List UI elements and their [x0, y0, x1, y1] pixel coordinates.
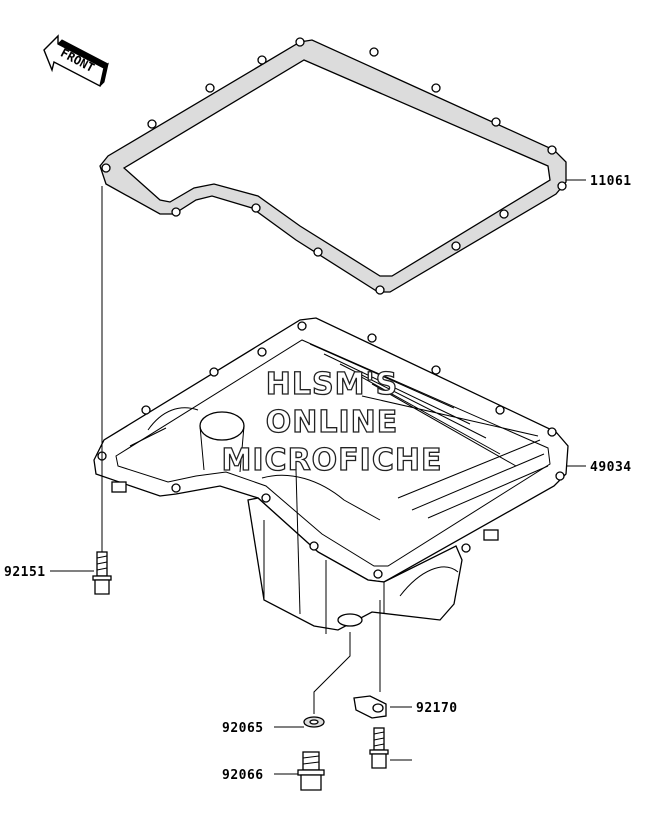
part-number-92151-left[interactable]: 92151	[4, 565, 46, 580]
part-number-92066[interactable]: 92066	[222, 768, 264, 783]
left-bolt	[92, 186, 112, 595]
watermark-line-2: ONLINE	[266, 405, 399, 440]
part-number-11061[interactable]: 11061	[590, 174, 632, 189]
part-number-92065[interactable]: 92065	[222, 721, 264, 736]
front-arrow-icon: FRONT	[43, 34, 109, 88]
oil-pan	[93, 317, 569, 634]
watermark: HLSM'S ONLINE MICROFICHE	[221, 366, 443, 478]
bottom-bolt	[369, 727, 389, 769]
sealing-washer	[303, 632, 351, 728]
part-number-92170[interactable]: 92170	[416, 701, 458, 716]
hose-clamp	[353, 600, 387, 719]
part-number-49034[interactable]: 49034	[590, 460, 632, 475]
watermark-line-3: MICROFICHE	[222, 443, 443, 478]
watermark-line-1: HLSM'S	[266, 367, 398, 402]
drain-plug	[297, 751, 325, 791]
leader-lines	[50, 179, 586, 775]
oil-pan-gasket	[99, 37, 567, 295]
